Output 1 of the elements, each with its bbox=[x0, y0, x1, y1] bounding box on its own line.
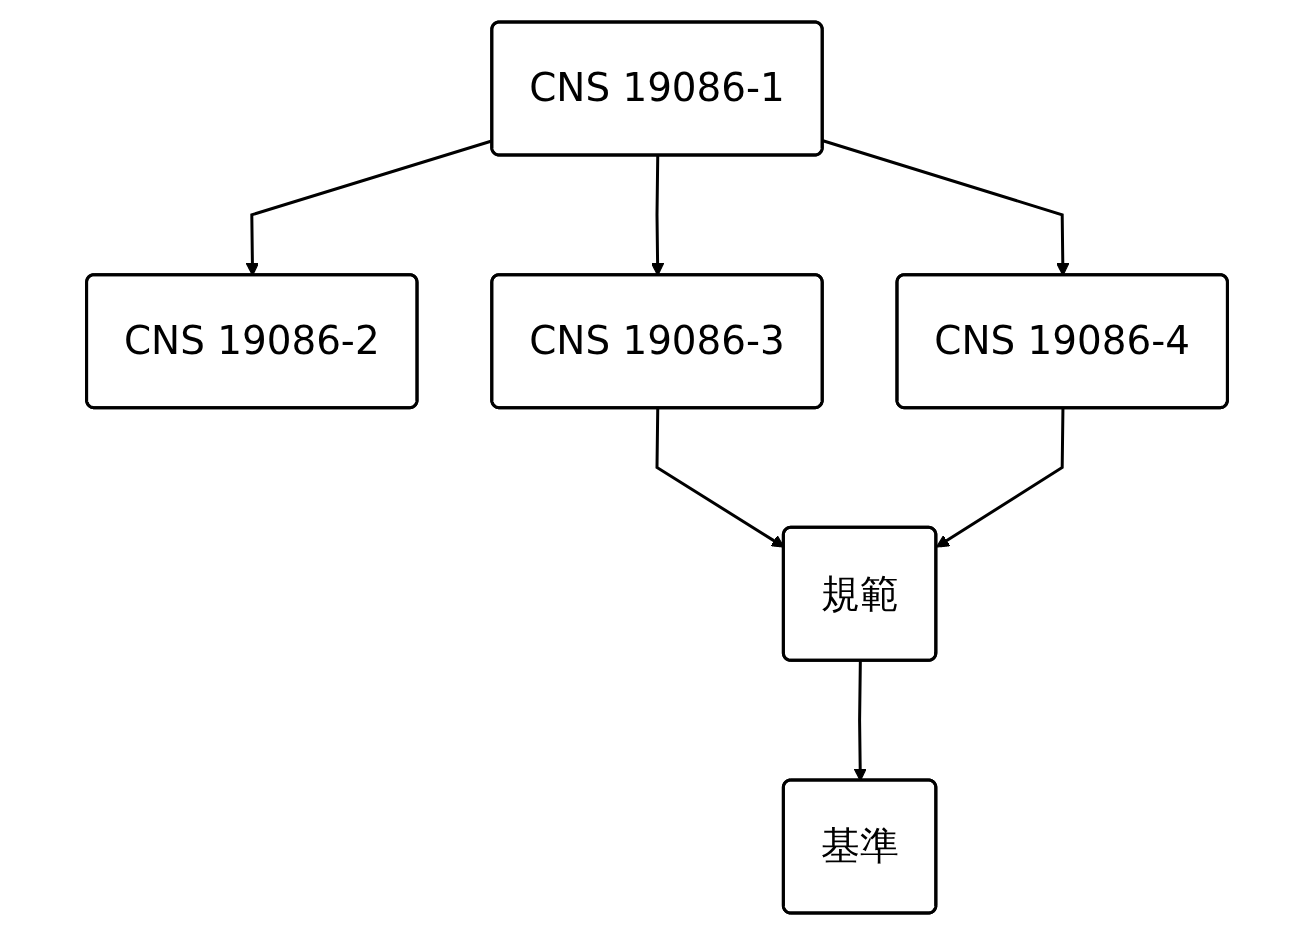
arrow bbox=[936, 408, 1065, 548]
